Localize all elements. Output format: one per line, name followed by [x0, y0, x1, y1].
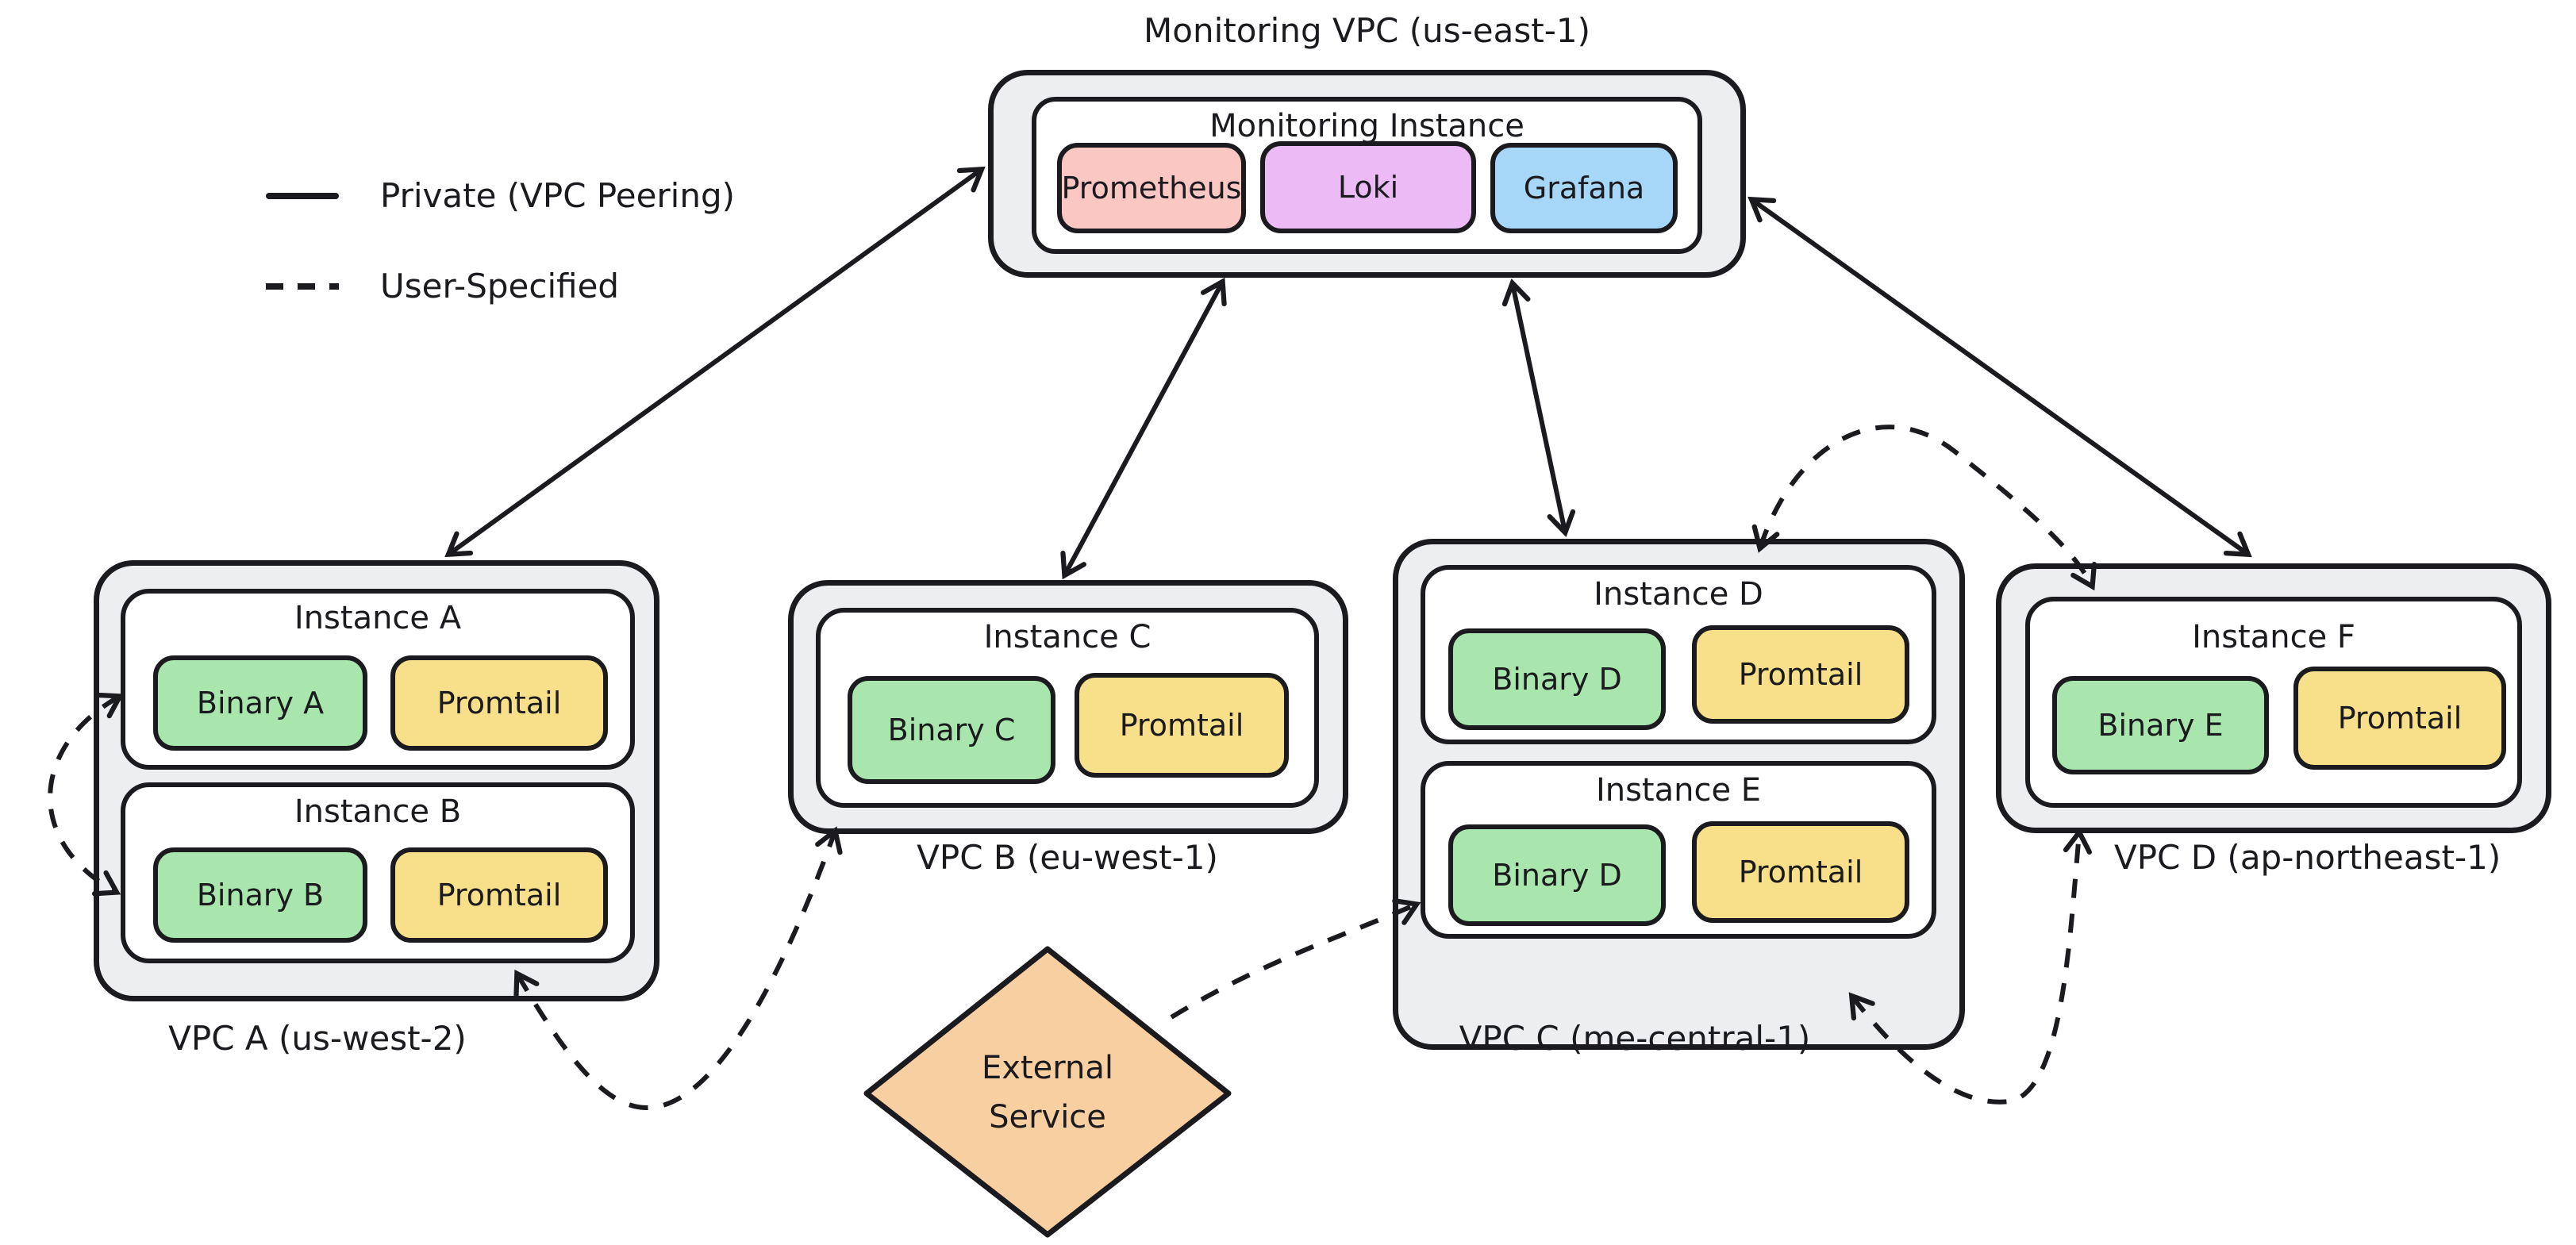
solid-line-sample — [266, 192, 339, 199]
monitoring-vpc-title: Monitoring VPC (us-east-1) — [1144, 11, 1590, 50]
vpc-c-label: VPC C (me-central-1) — [1459, 1019, 1811, 1058]
vpc-d-box: Instance F Binary E Promtail — [1996, 563, 2551, 833]
instance-a-label: Instance A — [294, 600, 462, 636]
promtail-node: Promtail — [1692, 821, 1909, 923]
monitoring-vpc-box: Monitoring Instance Prometheus Loki Graf… — [988, 70, 1746, 278]
vpc-c-box: Instance D Binary D Promtail Instance E … — [1393, 539, 1965, 1050]
instance-a-box: Instance A Binary A Promtail — [121, 589, 635, 770]
binary-d-node: Binary D — [1448, 824, 1666, 926]
binary-e-node: Binary E — [2052, 676, 2269, 774]
vpc-a-box: Instance A Binary A Promtail Instance B … — [94, 560, 659, 1001]
instance-e-box: Instance E Binary D Promtail — [1421, 761, 1936, 939]
vpc-b-label: VPC B (eu-west-1) — [917, 838, 1218, 877]
instance-f-box: Instance F Binary E Promtail — [2025, 597, 2522, 808]
binary-c-node: Binary C — [848, 676, 1055, 784]
dashed-line-sample — [266, 282, 339, 290]
vpc-b-box: Instance C Binary C Promtail — [788, 580, 1348, 834]
promtail-node: Promtail — [390, 655, 608, 751]
promtail-node: Promtail — [2293, 667, 2506, 770]
external-service-node: External Service — [913, 1033, 1182, 1152]
legend-label: Private (VPC Peering) — [380, 176, 736, 215]
arrow-monitoring-vpc-c — [1501, 279, 1576, 537]
external-service-label-line2: Service — [989, 1099, 1106, 1135]
external-service-label-line1: External — [982, 1050, 1113, 1086]
legend-label: User-Specified — [380, 267, 620, 305]
instance-c-label: Instance C — [983, 619, 1152, 655]
monitoring-instance-box: Monitoring Instance Prometheus Loki Graf… — [1032, 97, 1702, 254]
dashed-arrow-external-service-instance-e — [1170, 898, 1421, 1020]
instance-d-label: Instance D — [1594, 576, 1763, 613]
vpc-a-label: VPC A (us-west-2) — [168, 1019, 467, 1058]
arrow-monitoring-vpc-b — [1060, 277, 1227, 580]
arrow-monitoring-vpc-a — [444, 166, 986, 558]
grafana-node: Grafana — [1490, 143, 1678, 233]
promtail-node: Promtail — [1692, 625, 1909, 724]
vpc-d-label: VPC D (ap-northeast-1) — [2114, 838, 2501, 877]
prometheus-node: Prometheus — [1057, 143, 1246, 233]
instance-f-label: Instance F — [2192, 619, 2355, 655]
binary-b-node: Binary B — [153, 847, 367, 943]
binary-d-node: Binary D — [1448, 628, 1666, 730]
legend-item-user-specified: User-Specified — [266, 267, 619, 305]
instance-b-box: Instance B Binary B Promtail — [121, 782, 635, 963]
loki-node: Loki — [1260, 141, 1476, 233]
instance-b-label: Instance B — [294, 793, 462, 830]
promtail-node: Promtail — [1075, 673, 1289, 778]
promtail-node: Promtail — [390, 847, 608, 943]
instance-d-box: Instance D Binary D Promtail — [1421, 565, 1936, 744]
instance-e-label: Instance E — [1595, 772, 1762, 809]
legend-item-private: Private (VPC Peering) — [266, 176, 735, 215]
arrow-monitoring-vpc-d — [1747, 196, 2252, 558]
monitoring-instance-label: Monitoring Instance — [1209, 108, 1524, 144]
binary-a-node: Binary A — [153, 655, 367, 751]
instance-c-box: Instance C Binary C Promtail — [816, 608, 1319, 808]
